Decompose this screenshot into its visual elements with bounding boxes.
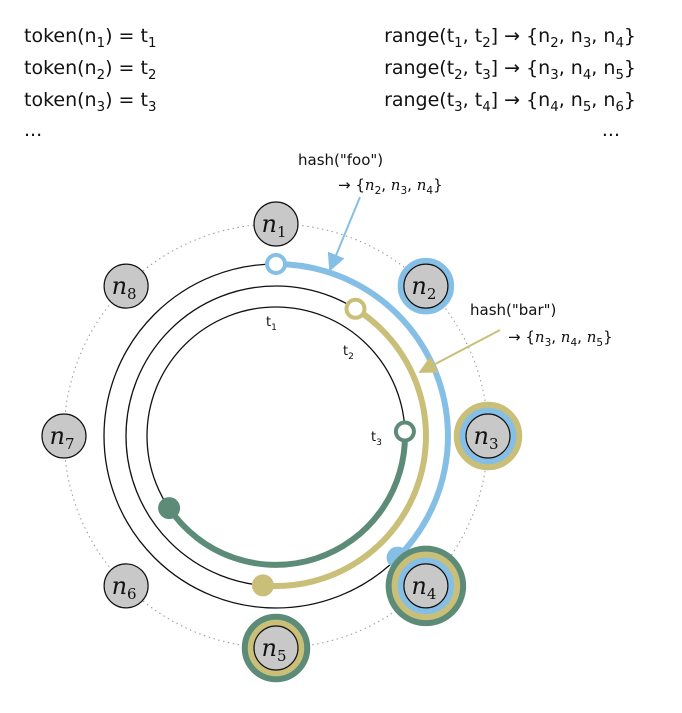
range-list: range(t1, t2] → {n2, n3, n4} range(t2, t… [384,25,636,141]
hash-foo-arrow [327,196,361,272]
server-nodes: n1 n2 n3 n4 n5 n6 n7 n8 [41,201,523,683]
hash-bar-annotation: hash("bar") → {n3, n4, n5} [418,301,613,373]
token-line: token(n2) = t2 [24,57,156,83]
token-list: token(n1) = t1 token(n2) = t2 token(n3) … [24,25,156,141]
replica-ring [385,545,467,627]
node-label: n3 [473,422,498,453]
token-label-t1: t1 [266,315,277,333]
server-node-n5: n5 [241,613,311,683]
hash-foo-label: hash("foo") [298,151,383,169]
replica-ring [397,557,455,615]
replica-ring [453,401,523,471]
replica-ring [459,407,517,465]
server-node-n8: n8 [103,263,149,309]
range-line: range(t1, t2] → {n2, n3, n4} [384,25,636,51]
node-label: n2 [411,272,436,303]
range-line: range(t3, t4] → {n4, n5, n6} [384,89,636,115]
node-circle [103,563,149,609]
token-line: token(n1) = t1 [24,25,156,51]
hash-foo-nodes: → {n2, n3, n4} [338,176,443,197]
hash-bar-label: hash("bar") [470,301,556,319]
token-label-t2: t2 [343,344,354,362]
token-marker-t3 [393,420,416,443]
t3-range-end-dot [158,497,181,520]
node-circle [465,413,511,459]
node-label: n1 [261,210,286,241]
hash-bar-nodes: → {n3, n4, n5} [508,328,613,349]
replica-ring [247,619,305,677]
replica-ring [391,551,461,621]
hash-foo-annotation: hash("foo") → {n2, n3, n4} [298,151,443,272]
t3-range-arc [166,428,408,568]
token-ellipsis: ... [24,119,42,141]
node-circle [41,413,87,459]
bar-range-arc [259,305,429,589]
node-label: n7 [49,422,74,453]
bar-range-end-dot [251,574,274,597]
token-marker-t1 [265,253,287,275]
server-node-n4: n4 [385,545,467,627]
node-label: n5 [261,634,286,665]
hash-bar-arrow [418,329,501,373]
server-node-n1: n1 [253,201,299,247]
range-ellipsis: ... [602,119,620,141]
node-circle [103,263,149,309]
server-node-n2: n2 [397,257,455,315]
node-label: n4 [411,572,436,603]
node-circle [403,263,449,309]
token-label-t3: t3 [371,430,382,448]
server-node-n6: n6 [103,563,149,609]
token-marker-t2 [344,297,367,320]
node-label: n8 [112,272,137,303]
node-label: n6 [112,572,137,603]
node-circle [403,563,449,609]
node-circle [253,625,299,671]
node-circle [253,201,299,247]
server-node-n7: n7 [41,413,87,459]
token-line: token(n3) = t3 [24,89,156,115]
replica-ring [241,613,311,683]
range-line: range(t2, t3] → {n3, n4, n5} [384,57,636,83]
server-node-n3: n3 [453,401,523,471]
replica-ring [397,257,455,315]
